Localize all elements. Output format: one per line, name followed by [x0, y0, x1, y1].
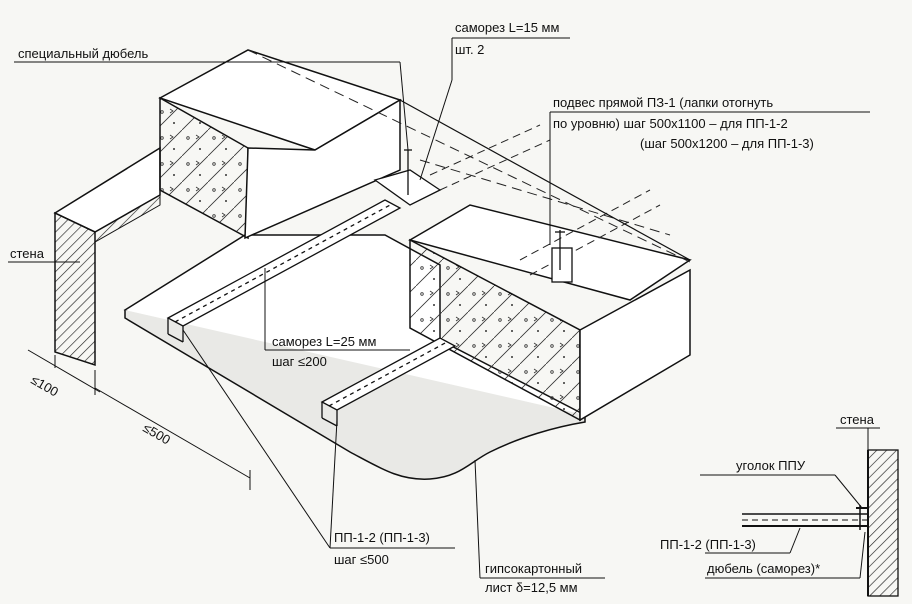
- ceiling-profile-front: [320, 230, 573, 427]
- label-step-200: шаг ≤200: [272, 354, 327, 369]
- label-pcs-2: шт. 2: [455, 42, 485, 57]
- label-screw-15: саморез L=15 мм: [455, 20, 560, 35]
- slab-outline: [247, 49, 691, 276]
- ceiling-profile-back: [166, 149, 442, 343]
- detail-label-profile: ПП-1-2 (ПП-1-3): [660, 537, 756, 552]
- label-hanger-line3: (шаг 500x1200 – для ПП-1-3): [640, 136, 814, 151]
- label-special-dowel: специальный дюбель: [18, 46, 149, 61]
- detail-profile: [700, 474, 868, 579]
- dimension-lines: [27, 349, 251, 490]
- detail-label-dowel: дюбель (саморез)*: [707, 561, 821, 576]
- left-wall: [53, 146, 161, 367]
- label-profile-main: ПП-1-2 (ПП-1-3): [334, 530, 430, 545]
- label-gypsum-line2: лист δ=12,5 мм: [485, 580, 578, 595]
- back-concrete-beam: [158, 49, 402, 240]
- label-step-500: шаг ≤500: [334, 552, 389, 567]
- detail-label-corner: уголок ППУ: [736, 458, 806, 473]
- detail-wall: [836, 427, 899, 597]
- label-hanger-line2: по уровню) шаг 500x1100 – для ПП-1-2: [553, 116, 788, 131]
- label-wall-left: стена: [10, 246, 44, 261]
- detail-label-wall: стена: [840, 412, 874, 427]
- label-hanger-line1: подвес прямой ПЗ-1 (лапки отогнуть: [553, 95, 774, 110]
- label-gypsum-line1: гипсокартонный: [485, 561, 583, 576]
- label-screw-25: саморез L=25 мм: [272, 334, 377, 349]
- leader-lines: [8, 37, 870, 579]
